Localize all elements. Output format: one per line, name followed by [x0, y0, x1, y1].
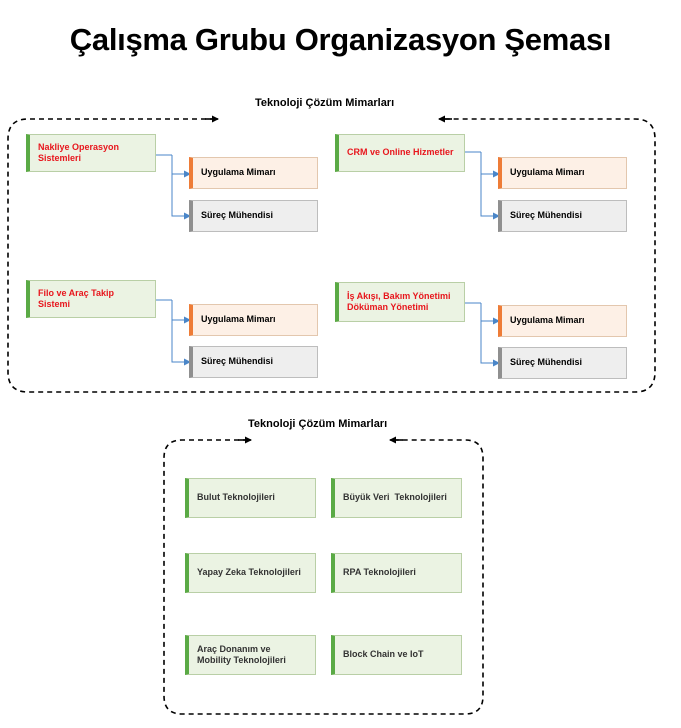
connectors	[156, 151, 500, 367]
group2-frame	[163, 439, 484, 715]
role-label: Süreç Mühendisi	[201, 356, 274, 367]
role-box-uygulama-1: Uygulama Mimarı	[189, 157, 318, 189]
tech-label: Büyük Veri Teknolojileri	[343, 492, 447, 503]
system-label: CRM ve Online Hizmetler	[347, 147, 454, 158]
role-box-surec-4: Süreç Mühendisi	[498, 347, 627, 379]
system-label: İş Akışı, Bakım Yönetimi Döküman Yönetim…	[347, 290, 451, 312]
system-label: Filo ve Araç Takip Sistemi	[38, 287, 115, 309]
system-box-filo: Filo ve Araç Takip Sistemi	[26, 280, 156, 318]
role-box-uygulama-2: Uygulama Mimarı	[498, 157, 627, 189]
group1-label: Teknoloji Çözüm Mimarları	[255, 97, 395, 109]
system-box-is-akisi: İş Akışı, Bakım Yönetimi Döküman Yönetim…	[335, 282, 465, 322]
group2-label: Teknoloji Çözüm Mimarları	[248, 418, 388, 430]
tech-label: RPA Teknolojileri	[343, 567, 416, 578]
role-box-surec-3: Süreç Mühendisi	[189, 346, 318, 378]
tech-box-yapay-zeka: Yapay Zeka Teknolojileri	[185, 553, 316, 593]
system-box-crm: CRM ve Online Hizmetler	[335, 134, 465, 172]
tech-box-arac-donanim: Araç Donanım ve Mobility Teknolojileri	[185, 635, 316, 675]
tech-label: Yapay Zeka Teknolojileri	[197, 567, 301, 578]
role-box-uygulama-3: Uygulama Mimarı	[189, 304, 318, 336]
role-label: Süreç Mühendisi	[510, 210, 583, 221]
role-box-uygulama-4: Uygulama Mimarı	[498, 305, 627, 337]
role-label: Uygulama Mimarı	[510, 167, 585, 178]
role-label: Süreç Mühendisi	[510, 357, 583, 368]
role-label: Uygulama Mimarı	[201, 314, 276, 325]
page-title: Çalışma Grubu Organizasyon Şeması	[69, 22, 612, 57]
tech-box-rpa: RPA Teknolojileri	[331, 553, 462, 593]
tech-label: Araç Donanım ve Mobility Teknolojileri	[197, 643, 286, 665]
tech-label: Block Chain ve IoT	[343, 649, 424, 660]
system-box-nakliye: Nakliye Operasyon Sistemleri	[26, 134, 156, 172]
tech-box-buyuk-veri: Büyük Veri Teknolojileri	[331, 478, 462, 518]
tech-label: Bulut Teknolojileri	[197, 492, 275, 503]
role-box-surec-2: Süreç Mühendisi	[498, 200, 627, 232]
group1-frame	[7, 118, 656, 393]
system-label: Nakliye Operasyon Sistemleri	[38, 141, 120, 163]
role-label: Süreç Mühendisi	[201, 210, 274, 221]
role-label: Uygulama Mimarı	[201, 167, 276, 178]
role-label: Uygulama Mimarı	[510, 315, 585, 326]
tech-box-bulut: Bulut Teknolojileri	[185, 478, 316, 518]
tech-box-block-chain: Block Chain ve IoT	[331, 635, 462, 675]
role-box-surec-1: Süreç Mühendisi	[189, 200, 318, 232]
